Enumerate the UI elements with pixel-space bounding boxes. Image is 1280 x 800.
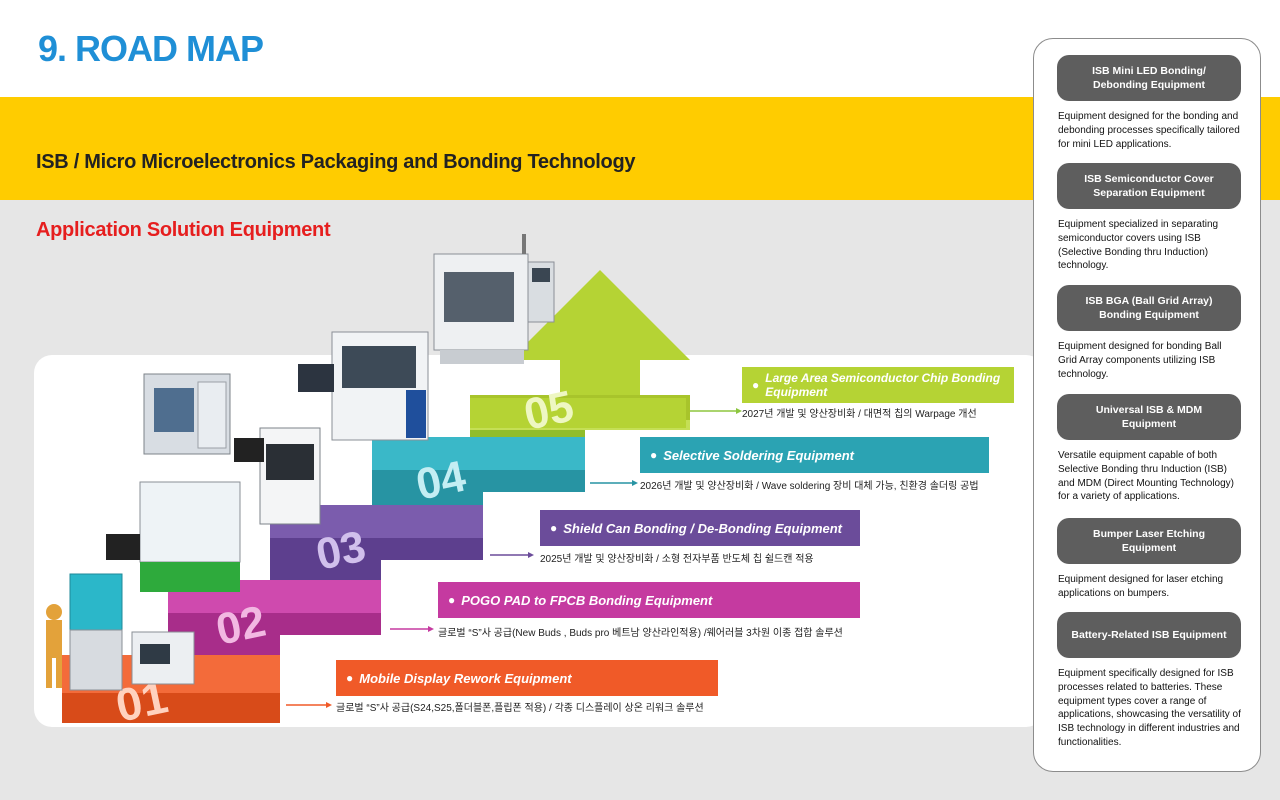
lv03-step-face [270, 538, 483, 560]
pogo-pad-bonder-image [234, 427, 321, 525]
sidebar-item-label: Universal ISB & MDM Equipment [1095, 403, 1203, 430]
band-title: ISB / Micro Microelectronics Packaging a… [36, 151, 636, 173]
svg-text:04: 04 [412, 452, 471, 510]
svg-text:02: 02 [212, 597, 270, 655]
sidebar-item-label: ISB Mini LED Bonding/ Debonding Equipmen… [1092, 64, 1206, 91]
sidebar-item-bga: ISB BGA (Ball Grid Array) Bonding Equipm… [1057, 285, 1241, 331]
mobile-rework-station-image [46, 573, 195, 691]
lv05-desc: 2027년 개발 및 양산장비화 / 대면적 칩의 Warpage 개선 [742, 409, 977, 420]
lv01-title: Mobile Display Rework Equipment [359, 670, 572, 686]
selective-soldering-image [298, 331, 429, 441]
sidebar-item-desc: Equipment specifically designed for ISB … [1058, 668, 1241, 748]
equipment-sidebar: ISB Mini LED Bonding/ Debonding Equipmen… [1033, 38, 1261, 772]
shield-can-bonder-image [143, 373, 231, 455]
svg-text:05: 05 [520, 382, 578, 440]
lv01-desc: 글로벌 “S”사 공급(S24,S25,폴더블폰,플립폰 적용) / 각종 디스… [336, 703, 704, 714]
lv05-arrow-head [510, 270, 690, 400]
sidebar-item-label: Battery-Related ISB Equipment [1071, 628, 1227, 641]
bullet-icon: ● [650, 448, 658, 462]
sidebar-item-bumper-laser: Bumper Laser Etching Equipment [1057, 518, 1241, 564]
lv02-step-face [168, 613, 381, 635]
sidebar-item-label: ISB BGA (Ball Grid Array) Bonding Equipm… [1085, 294, 1213, 321]
sidebar-item-desc: Equipment designed for the bonding and d… [1058, 111, 1240, 150]
sidebar-item-mini-led: ISB Mini LED Bonding/ Debonding Equipmen… [1057, 55, 1241, 101]
sidebar-item-battery: Battery-Related ISB Equipment [1057, 612, 1241, 658]
lv05-bar: ● Large Area Semiconductor Chip Bonding … [742, 367, 1014, 403]
lv03-desc: 2025년 개발 및 양산장비화 / 소형 전자부품 반도체 칩 쉴드캔 적용 [540, 554, 814, 565]
sidebar-item-desc: Equipment specialized in separating semi… [1058, 219, 1219, 272]
lv05-title: Large Area Semiconductor Chip Bonding Eq… [765, 371, 1001, 399]
lv02-desc: 글로벌 “S”사 공급(New Buds , Buds pro 베트남 양산라인… [438, 628, 843, 639]
sidebar-item-cover-separation: ISB Semiconductor Cover Separation Equip… [1057, 163, 1241, 209]
sidebar-item-label: Bumper Laser Etching Equipment [1092, 527, 1206, 554]
large-area-bonder-image [433, 234, 555, 364]
lv02-title: POGO PAD to FPCB Bonding Equipment [461, 592, 713, 608]
bullet-icon: ● [448, 593, 456, 607]
lv01-bar: ● Mobile Display Rework Equipment [336, 660, 718, 696]
sidebar-item-label: ISB Semiconductor Cover Separation Equip… [1084, 172, 1214, 199]
bullet-icon: ● [346, 671, 354, 685]
section-title: Application Solution Equipment [36, 219, 331, 241]
lv04-step-top [372, 437, 585, 470]
lv04-desc: 2026년 개발 및 양산장비화 / Wave soldering 장비 대체 … [640, 481, 979, 492]
lv04-title: Selective Soldering Equipment [663, 447, 854, 463]
lv03-bar: ● Shield Can Bonding / De-Bonding Equipm… [540, 510, 860, 546]
page-title: 9. ROAD MAP [38, 28, 264, 69]
sidebar-item-universal-isb-mdm: Universal ISB & MDM Equipment [1057, 394, 1241, 440]
bullet-icon: ● [752, 378, 760, 392]
lv02-bar: ● POGO PAD to FPCB Bonding Equipment [438, 582, 860, 618]
lv03-title: Shield Can Bonding / De-Bonding Equipmen… [563, 520, 843, 536]
lv01-step-face [62, 693, 280, 723]
display-rework-green-image [106, 481, 241, 592]
bullet-icon: ● [550, 521, 558, 535]
svg-text:03: 03 [312, 522, 370, 580]
lv04-step-face [372, 470, 585, 492]
sidebar-item-desc: Equipment designed for bonding Ball Grid… [1058, 341, 1222, 380]
sidebar-item-desc: Versatile equipment capable of both Sele… [1058, 450, 1235, 503]
lv04-bar: ● Selective Soldering Equipment [640, 437, 989, 473]
sidebar-item-desc: Equipment designed for laser etching app… [1058, 574, 1224, 599]
